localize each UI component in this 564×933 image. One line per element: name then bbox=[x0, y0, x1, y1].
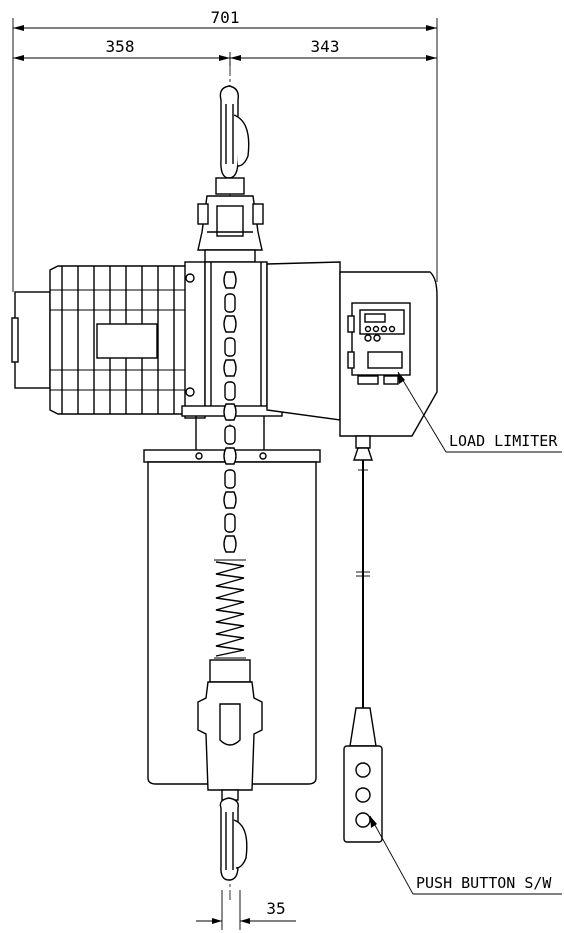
bottom-hook bbox=[219, 797, 248, 881]
pendant bbox=[343, 447, 383, 843]
top-hook bbox=[215, 85, 250, 195]
dim-overall-width: 701 bbox=[211, 8, 240, 27]
callout-push-button bbox=[369, 815, 562, 895]
bottom-hook-block bbox=[197, 659, 263, 801]
motor bbox=[11, 261, 206, 419]
control-box bbox=[266, 261, 438, 449]
spring bbox=[214, 559, 246, 659]
dim-right-width: 343 bbox=[311, 37, 340, 56]
callout-load-limiter bbox=[397, 371, 562, 453]
dim-hook-width: 35 bbox=[266, 899, 285, 918]
dimension-lines bbox=[12, 18, 438, 930]
suspension-bracket bbox=[197, 195, 264, 263]
load-chain bbox=[223, 271, 237, 553]
push-button-label: PUSH BUTTON S/W bbox=[416, 874, 552, 892]
dim-left-width: 358 bbox=[106, 37, 135, 56]
load-limiter-label: LOAD LIMITER bbox=[449, 432, 558, 450]
